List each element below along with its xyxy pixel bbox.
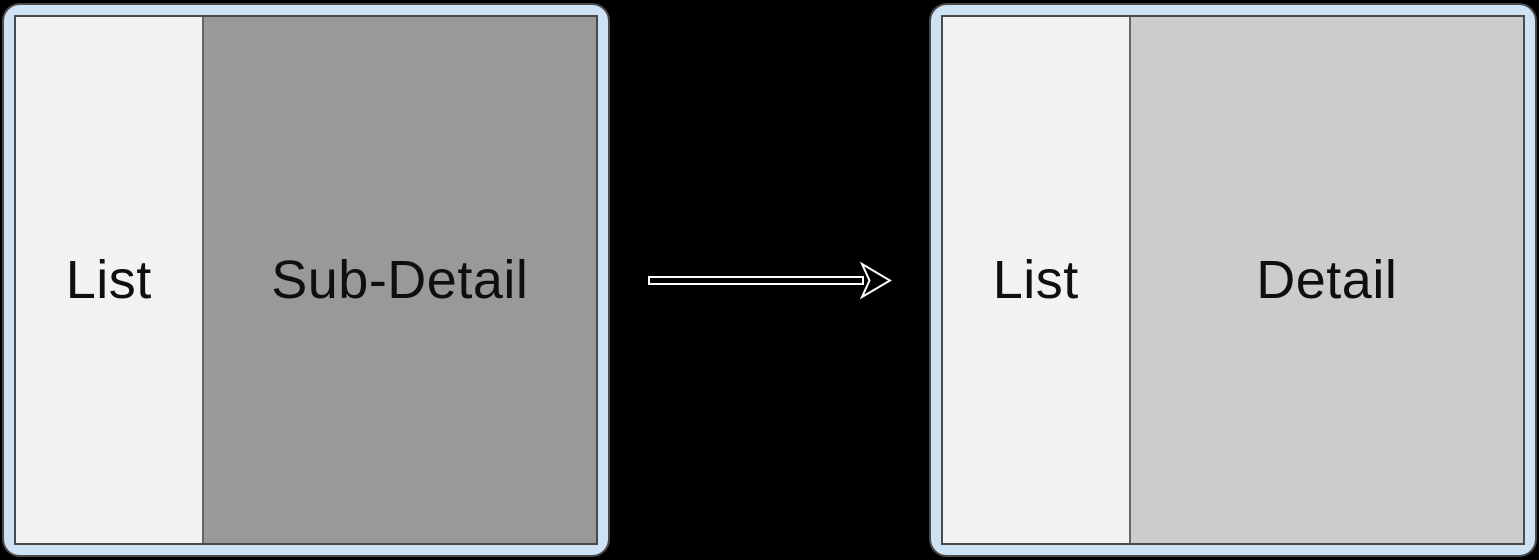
pane-list-after: List: [943, 17, 1129, 543]
pane-sub-detail: Sub-Detail: [201, 17, 596, 543]
pane-list-label: List: [992, 250, 1079, 310]
device-frame-after: List Detail: [929, 3, 1537, 557]
pane-list-before: List: [16, 17, 202, 543]
device-screen-before: List Sub-Detail: [14, 15, 598, 545]
pane-list-label: List: [65, 250, 152, 310]
arrow-shaft: [648, 276, 864, 285]
transition-arrow-icon: [648, 261, 892, 300]
pane-detail: Detail: [1128, 17, 1523, 543]
device-screen-after: List Detail: [941, 15, 1525, 545]
pane-detail-label: Detail: [1256, 250, 1398, 310]
device-frame-before: List Sub-Detail: [2, 3, 610, 557]
pane-sub-detail-label: Sub-Detail: [271, 250, 529, 310]
arrow-head: [859, 261, 892, 300]
